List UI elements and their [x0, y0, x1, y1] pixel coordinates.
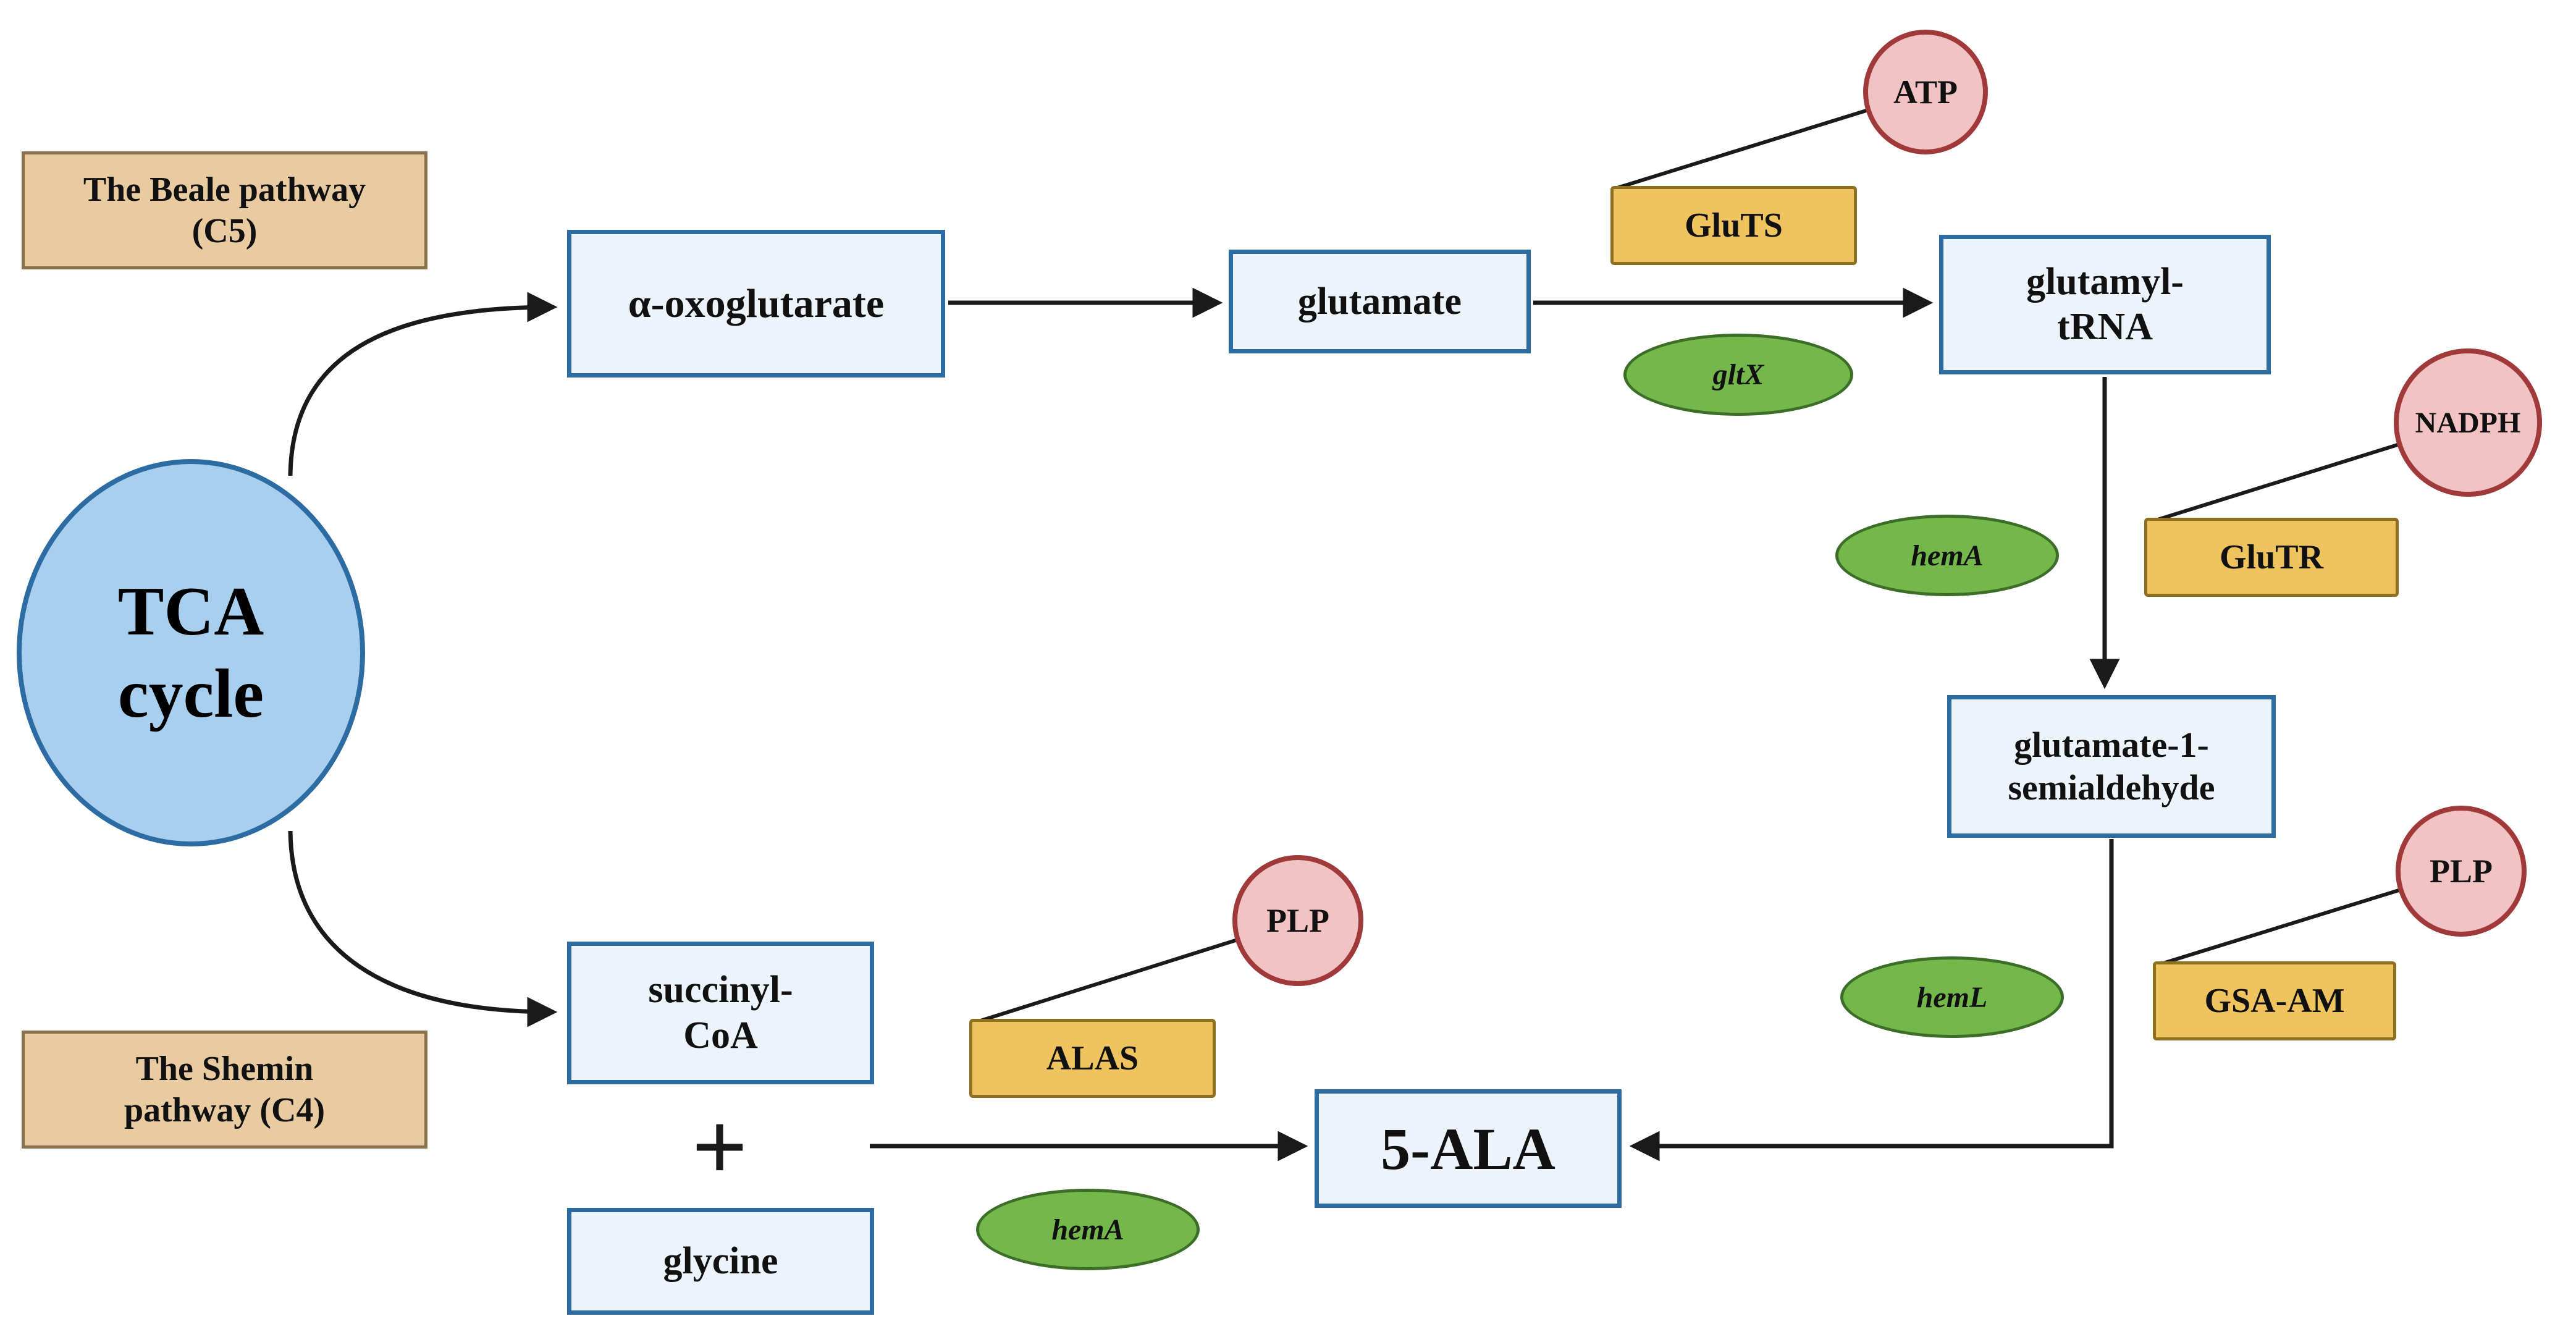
glutr-enzyme-label: GluTR [2219, 538, 2324, 576]
plp-right-cofactor-circle: PLP [2396, 806, 2527, 937]
nadph-cofactor-circle: NADPH [2394, 348, 2542, 497]
plus-sign: + [664, 1085, 775, 1208]
glutamate-semialdehyde-label: glutamate-1- semialdehyde [2008, 725, 2215, 808]
gsaam-enzyme-box: GSA-AM [2153, 961, 2396, 1040]
glutamate-label: glutamate [1297, 280, 1462, 323]
shemin-pathway-label-box: The Shemin pathway (C4) [22, 1031, 427, 1149]
alas-enzyme-box: ALAS [969, 1019, 1216, 1098]
gltx-gene-ellipse: gltX [1623, 334, 1853, 416]
heml-gene-label: hemL [1916, 981, 1988, 1014]
tca-cycle-node: TCA cycle [17, 459, 365, 846]
hema-upper-gene-ellipse: hemA [1835, 515, 2059, 596]
glutr-enzyme-box: GluTR [2144, 518, 2399, 597]
atp-cofactor-circle: ATP [1863, 30, 1988, 154]
arrow-tca-to-succinyl [288, 830, 558, 1027]
plp-left-cofactor-circle: PLP [1232, 855, 1363, 986]
line-nadph-to-glutr [2149, 443, 2398, 524]
succinyl-coa-label: succinyl- CoA [648, 969, 793, 1057]
gluts-enzyme-box: GluTS [1610, 186, 1857, 265]
line-plp-to-alas [974, 938, 1236, 1024]
beale-pathway-label-box: The Beale pathway (C5) [22, 151, 427, 269]
glycine-label: glycine [663, 1240, 778, 1282]
nadph-cofactor-label: NADPH [2415, 406, 2521, 439]
glutamate-node: glutamate [1229, 250, 1531, 353]
beale-pathway-label: The Beale pathway (C5) [83, 171, 366, 250]
tca-cycle-label: TCA cycle [117, 573, 264, 732]
oxoglutarate-node: α-oxoglutarate [567, 230, 945, 377]
gluts-enzyme-label: GluTS [1685, 206, 1783, 245]
ala-node: 5-ALA [1315, 1089, 1622, 1208]
arrow-tca-to-oxoglutarate [288, 292, 558, 476]
line-plp-to-gsaam [2157, 888, 2399, 967]
hema-lower-gene-label: hemA [1051, 1213, 1124, 1246]
oxoglutarate-label: α-oxoglutarate [628, 280, 885, 326]
gltx-gene-label: gltX [1712, 358, 1764, 391]
glycine-node: glycine [567, 1208, 874, 1315]
plp-right-cofactor-label: PLP [2430, 853, 2493, 890]
plp-left-cofactor-label: PLP [1266, 902, 1329, 939]
hema-upper-gene-label: hemA [1911, 539, 1984, 572]
glutamate-semialdehyde-node: glutamate-1- semialdehyde [1947, 695, 2276, 838]
shemin-pathway-label: The Shemin pathway (C4) [124, 1050, 326, 1129]
gsaam-enzyme-label: GSA-AM [2204, 982, 2345, 1020]
heml-gene-ellipse: hemL [1840, 956, 2064, 1038]
atp-cofactor-label: ATP [1893, 74, 1958, 111]
glutamyl-trna-node: glutamyl- tRNA [1939, 235, 2271, 374]
line-atp-to-gluts [1615, 109, 1867, 190]
hema-lower-gene-ellipse: hemA [976, 1189, 1200, 1270]
plus-sign-label: + [691, 1092, 748, 1202]
ala-label: 5-ALA [1381, 1115, 1555, 1182]
succinyl-coa-node: succinyl- CoA [567, 942, 874, 1084]
alas-enzyme-label: ALAS [1046, 1039, 1139, 1078]
glutamyl-trna-label: glutamyl- tRNA [2026, 260, 2184, 348]
